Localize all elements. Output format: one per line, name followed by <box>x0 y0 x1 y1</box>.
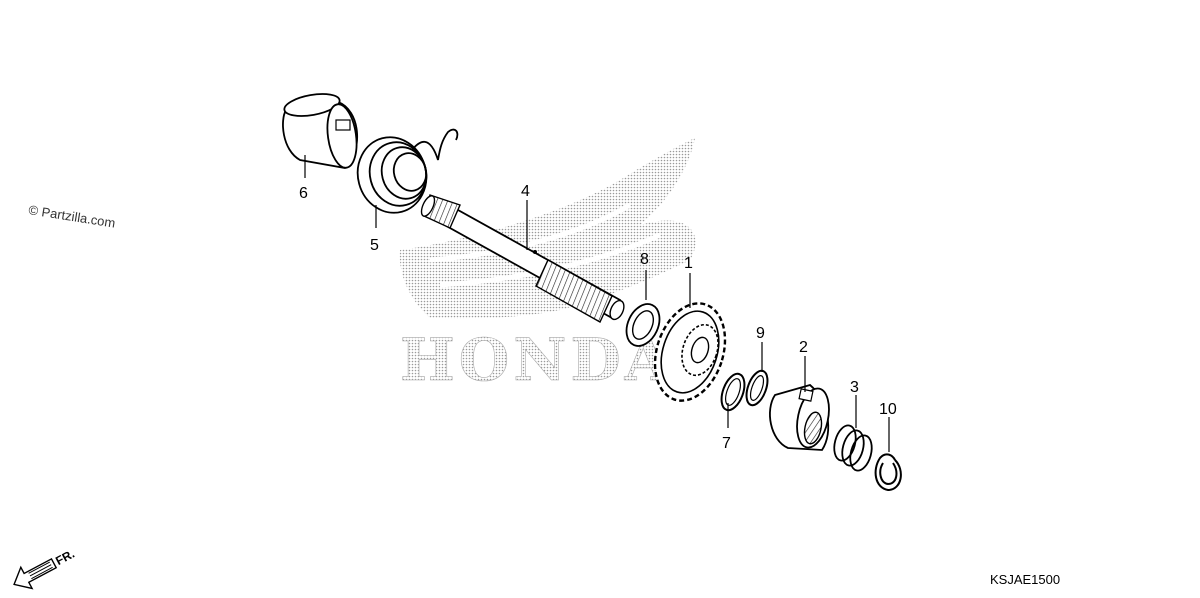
callout-7: 7 <box>722 435 731 452</box>
callout-2: 2 <box>799 339 808 356</box>
part-sleeve <box>282 93 358 169</box>
part-circlip-10 <box>874 453 902 492</box>
callout-3: 3 <box>850 379 859 396</box>
part-washer-9 <box>745 369 769 407</box>
part-washer-8 <box>625 303 661 347</box>
part-spring-3 <box>833 424 873 472</box>
leader-lines <box>304 155 890 452</box>
part-coil-spring <box>356 128 459 214</box>
callout-1: 1 <box>684 255 693 272</box>
diagram-code: KSJAE1500 <box>990 572 1060 587</box>
callouts: 6 5 4 8 1 9 7 2 3 10 <box>299 183 897 452</box>
callout-9: 9 <box>756 325 765 342</box>
front-direction-arrow: FR. <box>13 547 77 590</box>
part-ratchet <box>769 384 830 451</box>
front-direction-label: FR. <box>53 547 77 568</box>
honda-logo-text: HONDA <box>400 326 674 394</box>
callout-8: 8 <box>640 251 649 268</box>
callout-5: 5 <box>370 237 379 254</box>
part-circlip-7 <box>720 372 746 412</box>
part-spindle <box>420 194 625 323</box>
callout-10: 10 <box>879 401 897 418</box>
callout-4: 4 <box>521 183 530 200</box>
part-gear <box>653 302 727 402</box>
partzilla-watermark: © Partzilla.com <box>28 202 117 231</box>
honda-wing-logo: HONDA <box>400 138 696 394</box>
callout-6: 6 <box>299 185 308 202</box>
